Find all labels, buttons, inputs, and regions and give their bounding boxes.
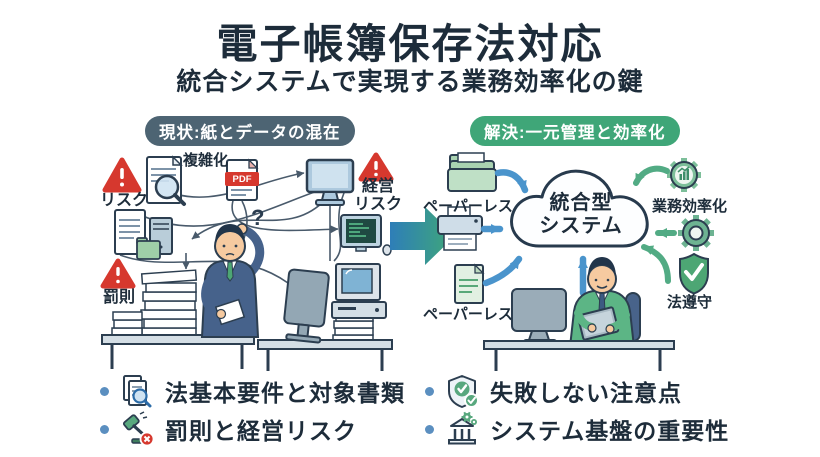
shield-check-icon	[679, 252, 709, 295]
desktop-monitor-icon	[305, 158, 355, 206]
folder-icon	[136, 237, 161, 260]
bullet-label: 罰則と経営リスク	[165, 418, 357, 444]
printer-icon	[437, 206, 483, 251]
desk	[483, 340, 675, 371]
institution-gears-icon	[448, 411, 477, 445]
bullet-dot	[425, 386, 434, 396]
documents-magnifier-icon	[123, 375, 152, 408]
desk-left	[101, 334, 255, 369]
compliance-label: 法遵守	[667, 294, 713, 311]
solution-illustration	[437, 152, 714, 371]
paper-stack-large	[140, 269, 198, 338]
monitor-back-icon	[283, 268, 330, 344]
bullet-label: 失敗しない注意点	[490, 380, 682, 406]
risk-label: リスク	[100, 192, 149, 209]
arrow-document-to-cloud	[482, 255, 523, 287]
gavel-prohibited-icon	[122, 411, 155, 447]
shield-check-icon	[448, 375, 479, 408]
stressed-worker	[200, 223, 265, 338]
warning-management-icon	[358, 152, 394, 182]
bullet-system-foundation: システム基盤の重要性	[425, 410, 729, 448]
paper-stack-small	[111, 311, 143, 337]
paperless-bottom-label: ペーパーレス	[423, 306, 513, 323]
legacy-computer-icon	[331, 263, 387, 319]
current-state-badge: 現状:紙とデータの混在	[145, 116, 355, 146]
bullet-dot	[425, 424, 434, 434]
inflow-arrows	[480, 169, 588, 297]
desk-right	[257, 339, 393, 371]
worker-tablet	[568, 257, 641, 348]
bullet-pitfalls: 失敗しない注意点	[425, 372, 682, 410]
page-subtitle: 統合システムで実現する業務効率化の鍵	[176, 68, 644, 96]
folder-icon	[447, 152, 497, 192]
arrow-efficiency-to-cloud	[633, 165, 670, 186]
penalty-label: 罰則	[102, 289, 135, 306]
gear-icon	[678, 215, 714, 251]
document-magnifier-icon	[146, 155, 186, 206]
arrow-folder-to-cloud	[494, 169, 529, 194]
cloud-system-label-line1: 統合型	[549, 192, 613, 214]
solution-badge: 解決:一元管理と効率化	[470, 116, 680, 146]
code-monitor-icon	[340, 214, 392, 256]
benefit-arrows	[633, 165, 677, 284]
bullet-label: 法基本要件と対象書類	[165, 380, 405, 406]
warning-penalty-icon	[100, 258, 136, 289]
efficiency-label: 業務効率化	[652, 198, 728, 215]
monitor-back-icon	[511, 288, 567, 346]
pdf-label: PDF	[225, 172, 259, 186]
paperless-top-label: ペーパーレス	[423, 198, 513, 215]
question-mark: ?	[251, 205, 265, 230]
cloud-system-label-line2: システム	[539, 215, 623, 237]
page-title: 電子帳簿保存法対応	[216, 21, 604, 67]
gear-chart-icon	[667, 158, 701, 192]
bullet-legal-requirements: 法基本要件と対象書類	[100, 372, 405, 410]
complexity-label: 複雑化	[183, 152, 229, 169]
bullet-dot	[100, 386, 109, 396]
management-risk-label: 経営 リスク	[353, 178, 402, 214]
current-state-illustration	[100, 152, 394, 371]
warning-risk-icon	[102, 157, 142, 193]
green-document-icon	[454, 263, 485, 304]
bullet-penalty-risk: 罰則と経営リスク	[100, 410, 357, 448]
bullet-label: システム基盤の重要性	[490, 418, 730, 444]
bullet-dot	[100, 424, 109, 434]
cloud-system	[510, 169, 649, 248]
arrow-compliance-to-cloud	[641, 244, 671, 284]
